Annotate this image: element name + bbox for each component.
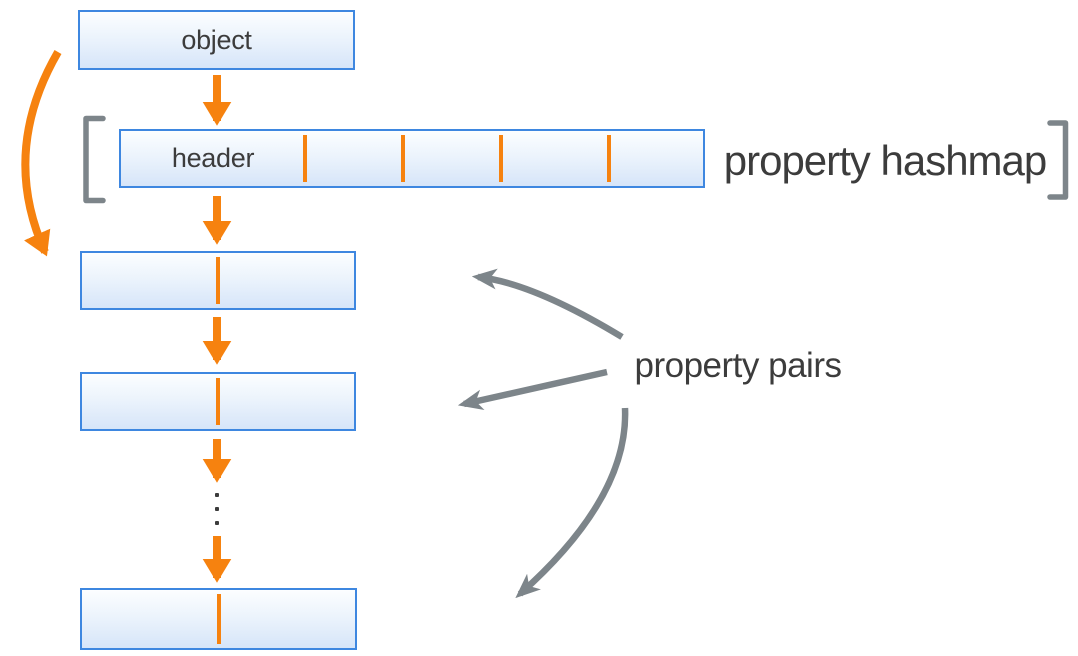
ellipsis-dot (215, 493, 219, 497)
property-hashmap-label: property hashmap (723, 137, 1048, 184)
property-pair-box (80, 372, 356, 431)
property-pair-box (80, 588, 357, 650)
gray-arrow-to-pair2 (457, 368, 608, 411)
ellipsis-dot (215, 521, 219, 525)
hashmap-slot-divider (303, 135, 307, 182)
object-box: object (78, 10, 355, 70)
property-pairs-label: property pairs (634, 346, 842, 385)
gray-arrow-to-pair3 (515, 407, 629, 599)
hashmap-slot-divider (401, 135, 405, 182)
gray-arrow-to-pair1 (471, 268, 624, 340)
pair-key-value-divider (216, 378, 220, 425)
object-box-label: object (181, 24, 252, 55)
bracket-left (83, 115, 106, 204)
property-pair-box (80, 251, 356, 310)
bracket-right (1047, 120, 1069, 200)
pair-key-value-divider (216, 257, 220, 304)
hashmap-slot-divider (499, 135, 503, 182)
pair-key-value-divider (216, 594, 221, 644)
ellipsis-dot (215, 507, 219, 511)
hashmap-header-box: header (119, 129, 705, 188)
header-box-label: header (171, 143, 255, 173)
curved-arrow-object-to-pair1 (21, 49, 62, 257)
hashmap-slot-divider (607, 135, 611, 182)
